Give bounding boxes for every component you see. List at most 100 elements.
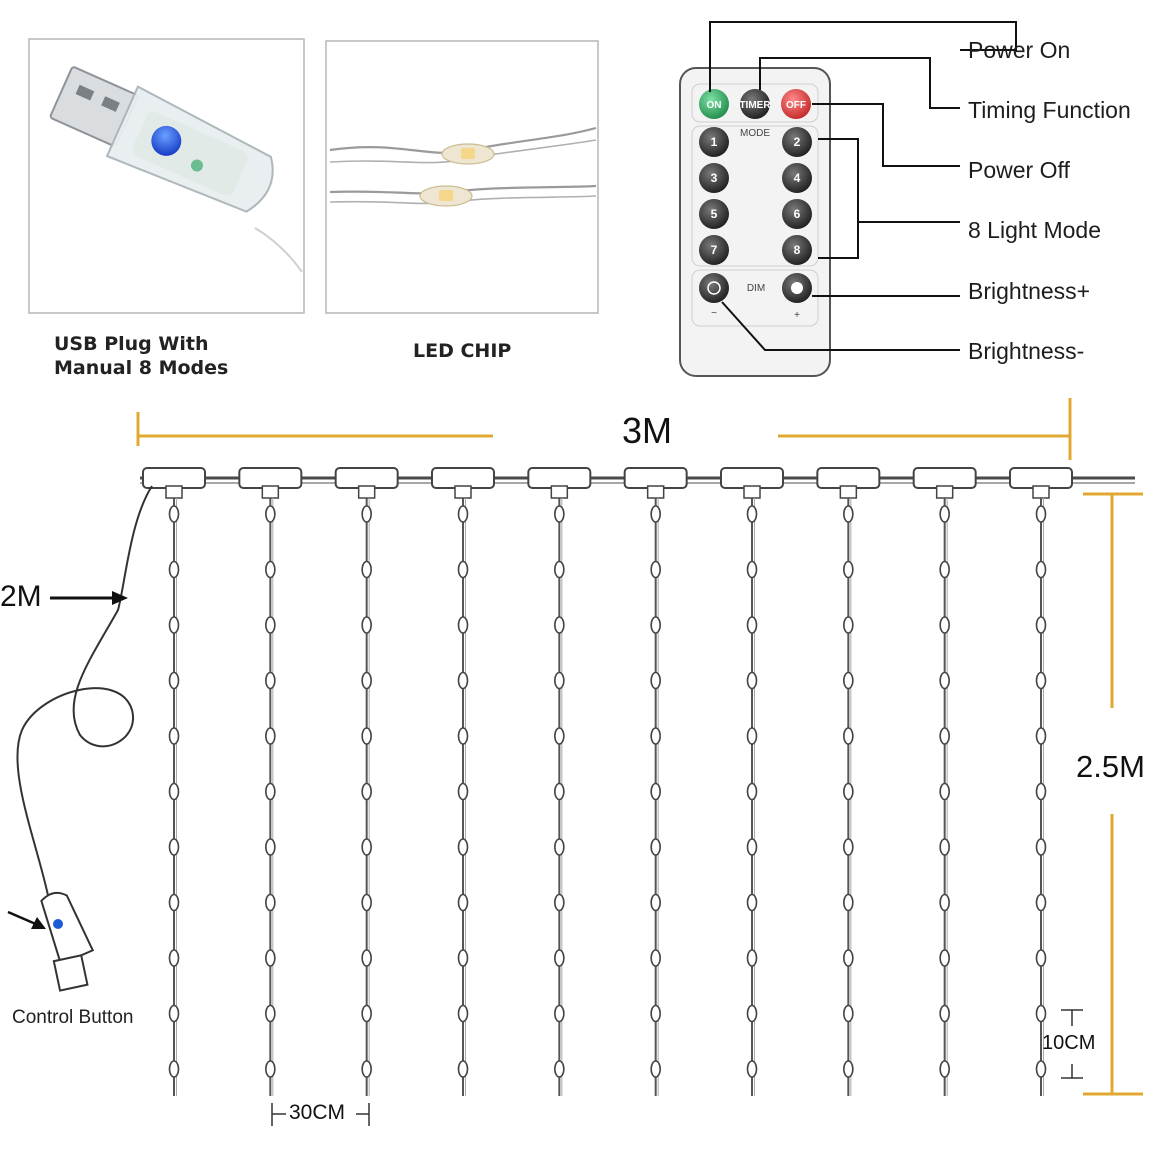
brightness-plus-button[interactable]	[782, 273, 812, 303]
mode-key-4[interactable]: 4	[782, 163, 812, 193]
usb-plug-photo	[28, 38, 305, 314]
mode-key-label: 6	[794, 207, 801, 221]
led-bulb	[457, 949, 469, 967]
led-bulb	[939, 616, 950, 634]
led-bulb	[265, 1060, 276, 1078]
timer-button[interactable]: TIMER	[739, 89, 771, 119]
led-bulb	[939, 1004, 950, 1023]
strand-connector	[527, 467, 592, 489]
led-bulb	[843, 671, 854, 690]
led-bulb	[554, 616, 565, 634]
led-bulb	[361, 1060, 372, 1078]
strand-connector	[816, 467, 881, 489]
plus-sign: +	[794, 310, 800, 321]
led-bulb	[746, 1060, 758, 1078]
led-bulb	[1035, 505, 1047, 523]
light-strand	[720, 467, 784, 1096]
led-bulb	[457, 782, 469, 801]
dim-label: DIM	[747, 283, 765, 294]
sun-icon	[707, 281, 721, 295]
led-bulb	[265, 1004, 276, 1023]
power-on-button[interactable]: ON	[699, 89, 729, 119]
led-bulb	[457, 838, 469, 856]
led-bulb	[1035, 671, 1047, 690]
led-bulb	[265, 505, 276, 523]
height-dimension-line	[1083, 492, 1143, 1096]
led-bulb	[939, 505, 950, 523]
led-bulb	[746, 727, 758, 745]
light-strand	[238, 467, 303, 1096]
led-bulb	[650, 727, 661, 745]
power-off-button[interactable]: OFF	[781, 89, 811, 119]
led-bulb	[746, 893, 758, 912]
power-off-label: Power Off	[968, 157, 1070, 183]
mode-key-8[interactable]: 8	[782, 235, 812, 265]
spacing-label: 30CM	[289, 1101, 346, 1124]
mode-key-1[interactable]: 1	[699, 127, 729, 157]
led-bulb	[1035, 1004, 1047, 1023]
mode-key-2[interactable]: 2	[782, 127, 812, 157]
led-bulb	[746, 671, 758, 690]
led-bulb	[843, 949, 854, 967]
led-chip-caption: LED CHIP	[413, 340, 512, 362]
power-on-label: Power On	[968, 37, 1071, 63]
led-bulb	[361, 560, 372, 579]
height-label: 2.5M	[1076, 749, 1145, 784]
led-bulb	[650, 560, 661, 579]
led-bulb	[361, 893, 372, 912]
led-bulb	[1035, 560, 1047, 579]
mode-key-label: 8	[794, 243, 801, 257]
control-button-dot	[53, 919, 63, 929]
light-mode-label: 8 Light Mode	[968, 217, 1101, 243]
led-bulb	[265, 838, 276, 856]
led-bulb	[650, 505, 661, 523]
mode-key-3[interactable]: 3	[699, 163, 729, 193]
led-bulb	[457, 1060, 469, 1078]
brightness-minus-label: Brightness-	[968, 338, 1085, 364]
led-bulb	[843, 893, 854, 912]
led-bulb	[361, 838, 372, 856]
led-bulb	[554, 782, 565, 801]
led-bulb	[650, 893, 661, 912]
led-bulb	[554, 949, 565, 967]
led-bulb	[361, 1004, 372, 1023]
led-bulb	[554, 838, 565, 856]
led-bulb	[843, 616, 854, 634]
led-bulb	[1035, 893, 1047, 912]
width-dimension-line	[136, 398, 1072, 460]
led-bulb	[650, 1004, 661, 1023]
usb-plug-caption: USB Plug With Manual 8 Modes	[54, 333, 229, 379]
led-bulb	[1035, 616, 1047, 634]
led-bulb	[457, 1004, 469, 1023]
led-bulb	[168, 560, 180, 579]
led-bulb	[939, 727, 950, 745]
strand-connector	[912, 467, 977, 489]
light-strand	[431, 467, 495, 1096]
leader-lines	[709, 21, 1017, 351]
light-strand	[334, 467, 399, 1096]
led-bulb	[746, 560, 758, 579]
mode-key-5[interactable]: 5	[699, 199, 729, 229]
led-bulb	[554, 893, 565, 912]
led-bulb	[746, 949, 758, 967]
led-bulb	[939, 1060, 950, 1078]
led-bulb	[554, 1004, 565, 1023]
brightness-minus-button[interactable]	[699, 273, 729, 303]
led-bulb	[939, 949, 950, 967]
brightness-plus-label: Brightness+	[968, 278, 1091, 304]
led-bulb	[554, 1060, 565, 1078]
led-bulb	[457, 727, 469, 745]
mode-key-label: 3	[711, 171, 718, 185]
led-bulb	[939, 671, 950, 690]
led-bulb	[168, 727, 180, 745]
led-bulb	[554, 727, 565, 745]
led-bulb	[265, 727, 276, 745]
mode-key-6[interactable]: 6	[782, 199, 812, 229]
led-bulb	[457, 560, 469, 579]
led-bulb	[1035, 727, 1047, 745]
mode-key-7[interactable]: 7	[699, 235, 729, 265]
light-strand	[1009, 467, 1073, 1096]
mode-key-label: 4	[794, 171, 801, 185]
